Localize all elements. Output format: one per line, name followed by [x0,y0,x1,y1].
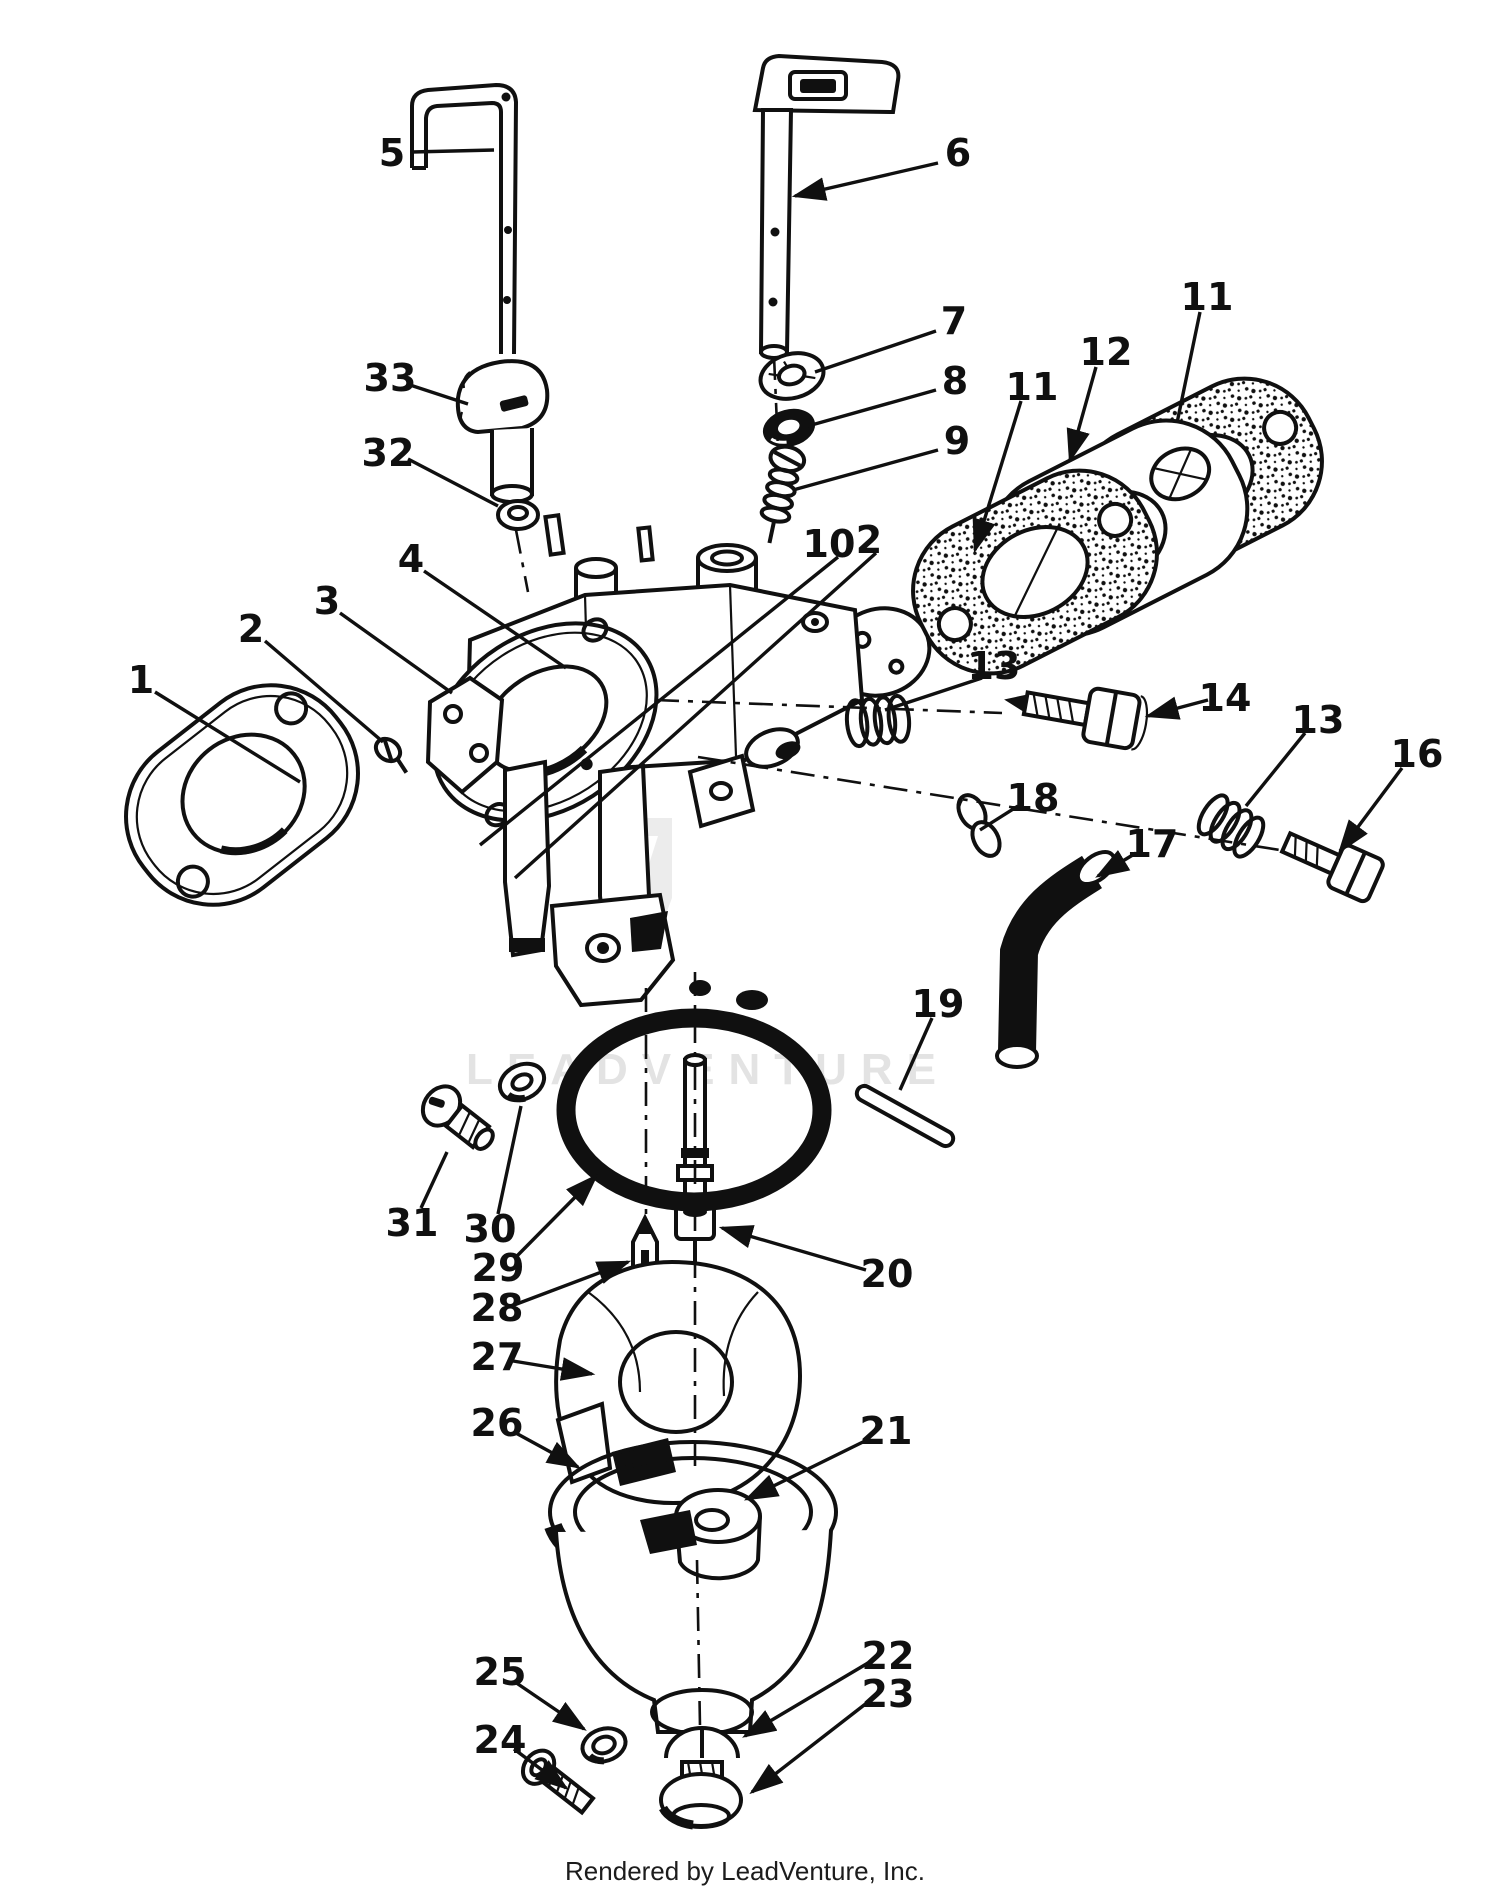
footer-text: Rendered by LeadVenture, Inc. [565,1856,925,1886]
seal-part-8 [762,408,816,448]
leader-line-11-15 [972,400,1023,554]
leader-line-19-22 [898,1017,934,1091]
leader-line-29-32 [513,1173,599,1260]
washer-part-25 [580,1726,628,1765]
callout-17-21: 17 [1126,822,1179,866]
throttle-shaft-part-6 [752,53,901,360]
leader-line-28-31 [513,1260,632,1307]
screw-part-16 [1279,830,1385,904]
callout-25-28: 25 [474,1650,527,1694]
leader-line-3-2 [339,611,453,695]
float-pivot-part-21 [640,1488,762,1581]
leader-line-16-19 [1337,766,1404,854]
callout-7-8: 7 [941,299,967,343]
callout-18-20: 18 [1007,776,1060,820]
leader-line-13-16 [884,676,983,712]
leader-line-8-9 [807,388,937,428]
callout-27-30: 27 [471,1335,524,1379]
callout-11-13: 11 [1181,275,1234,319]
leader-line-21-24 [743,1438,868,1501]
leader-line-2-12 [513,551,878,880]
o-ring-part-29 [556,1008,832,1212]
callout-11-15: 11 [1006,365,1059,409]
screw-part-2a [373,736,409,774]
bushing-part-32 [496,499,540,531]
callout-4-3: 4 [398,537,424,581]
fuel-bowl [544,1440,838,1830]
callout-10-11: 10 [803,522,856,566]
callout-31-34: 31 [386,1201,439,1245]
callout-2-12: 2 [856,518,882,562]
callout-32-6: 32 [362,431,415,475]
leader-line-17-21 [1095,849,1137,878]
hose-part-17 [995,849,1117,1069]
leader-line-5-4 [411,148,495,154]
washer-part-30 [497,1061,547,1103]
leader-line-18-20 [979,804,1019,832]
leader-line-33-5 [409,383,469,406]
callout-24-27: 24 [474,1718,527,1762]
leader-line-32-6 [407,457,499,508]
callout-28-31: 28 [471,1286,524,1330]
plate-part-3 [425,675,505,795]
idle-speed-screw-part-9 [759,444,807,544]
callout-12-14: 12 [1080,330,1133,374]
leader-line-11-13 [1175,311,1202,424]
callout-19-22: 19 [912,982,965,1026]
spring-part-13-lower [1196,793,1266,859]
callout-13-16: 13 [968,644,1021,688]
callout-6-7: 6 [945,131,971,175]
callout-8-9: 8 [942,359,968,403]
callout-23-26: 23 [862,1672,915,1716]
leader-line-1-0 [154,690,301,784]
callout-1-0: 1 [128,658,154,702]
callout-2-1: 2 [238,607,264,651]
callout-30-33: 30 [464,1207,517,1251]
callout-3-2: 3 [314,579,340,623]
leader-line-14-17 [1144,696,1209,720]
leader-line-6-7 [791,161,939,201]
float-pin-part-19 [854,1083,956,1149]
callout-22-25: 22 [862,1634,915,1678]
callout-5-4: 5 [379,131,405,175]
callout-20-23: 20 [861,1252,914,1296]
callout-26-29: 26 [471,1401,524,1445]
leader-line-27-30 [512,1357,596,1381]
leader-line-26-29 [513,1430,581,1469]
leader-line-7-8 [814,329,937,374]
bowl-nut-part-23 [659,1772,743,1830]
callout-33-5: 33 [364,356,417,400]
leader-line-30-33 [496,1105,523,1215]
washer-part-7 [758,351,826,401]
callout-29-32: 29 [472,1246,525,1290]
flange-gasket-part-1 [124,683,360,907]
callout-13-18: 13 [1292,698,1345,742]
leader-line-31-34 [419,1151,449,1209]
screw-part-14 [1004,686,1149,751]
callout-16-19: 16 [1391,732,1444,776]
leader-line-10-11 [478,555,840,847]
leader-line-13-18 [1244,731,1307,808]
leader-line-2-1 [263,639,385,744]
leader-line-9-10 [792,448,939,492]
leader-line-12-14 [1066,366,1098,464]
leader-line-23-26 [749,1700,870,1795]
callout-21-24: 21 [860,1409,913,1453]
leader-line-25-28 [514,1680,587,1731]
leader-line-20-23 [718,1225,867,1272]
callout-14-17: 14 [1199,676,1252,720]
choke-lever-part-5 [410,82,519,355]
clip-part-18 [956,793,1002,858]
idle-mixture-screw-part-31 [420,1084,495,1151]
leader-line-22-25 [742,1661,869,1738]
spring-part-13-upper [844,693,912,749]
leader-line-4-3 [423,569,567,670]
choke-cam-part-33 [455,359,550,504]
leader-line-24-27 [512,1747,569,1791]
callout-9-10: 9 [944,419,970,463]
